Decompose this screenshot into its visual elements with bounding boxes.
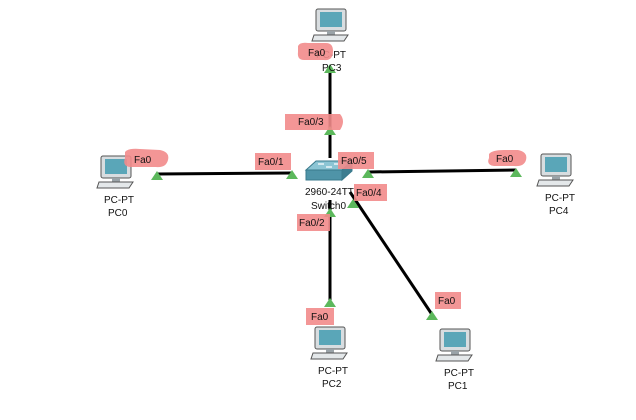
port-indicator-switch-fa01 [286, 170, 298, 179]
svg-text:Fa0: Fa0 [496, 154, 514, 165]
pc-icon[interactable] [435, 328, 473, 362]
svg-text:Fa0: Fa0 [308, 48, 326, 59]
port-indicator-pc3 [324, 64, 336, 73]
link-pc1-switch[interactable] [348, 191, 435, 317]
pc4-name-label: PC4 [549, 206, 569, 217]
pc0-type-label: PC-PT [104, 195, 134, 206]
port-label-switch-fa05: Fa0/5 [338, 152, 374, 169]
pc4-type-label: PC-PT [545, 193, 575, 204]
port-indicator-switch-fa04 [347, 199, 359, 208]
port-label-switch-fa04: Fa0/4 [354, 184, 387, 201]
link-pc0-switch[interactable] [156, 171, 293, 176]
port-indicator-pc1 [426, 311, 438, 320]
port-label-switch-fa01: Fa0/1 [255, 153, 291, 170]
port-label-switch-fa03: Fa0/3 [285, 114, 343, 130]
switch-name-label: Switch0 [311, 201, 346, 212]
svg-text:Fa0/1: Fa0/1 [258, 157, 284, 168]
svg-text:Fa0/4: Fa0/4 [356, 188, 382, 199]
port-label-pc4: Fa0 [488, 150, 527, 167]
pc2-name-label: PC2 [322, 379, 342, 390]
svg-text:Fa0: Fa0 [134, 155, 152, 166]
port-label-switch-fa02: Fa0/2 [297, 214, 330, 231]
svg-text:Fa0/3: Fa0/3 [298, 117, 324, 128]
pc0-name-label: PC0 [108, 208, 128, 219]
svg-text:Fa0/5: Fa0/5 [341, 156, 367, 167]
pc3-name-label: PC3 [322, 63, 342, 74]
port-indicator-pc2 [324, 298, 336, 307]
svg-text:Fa0/2: Fa0/2 [299, 218, 325, 229]
svg-text:Fa0: Fa0 [311, 312, 329, 323]
pc-icon[interactable] [536, 153, 574, 187]
pc2-type-label: PC-PT [318, 366, 348, 377]
port-indicator-pc4 [510, 168, 522, 177]
port-label-pc3: Fa0 [297, 42, 333, 61]
switch-model-label: 2960-24TT [305, 187, 354, 198]
port-label-pc2: Fa0 [306, 308, 334, 325]
pc-icon[interactable] [310, 326, 348, 360]
pc1-name-label: PC1 [448, 381, 468, 392]
port-label-pc0: Fa0 [124, 148, 169, 168]
pc1-type-label: PC-PT [444, 368, 474, 379]
port-indicator-switch-fa05 [362, 169, 374, 178]
link-pc4-switch[interactable] [367, 168, 517, 174]
port-indicator-switch-fa03 [324, 126, 336, 135]
svg-text:Fa0: Fa0 [438, 296, 456, 307]
port-indicator-pc0 [151, 171, 163, 180]
pc-icon[interactable] [311, 8, 349, 42]
port-label-pc1: Fa0 [435, 292, 461, 309]
